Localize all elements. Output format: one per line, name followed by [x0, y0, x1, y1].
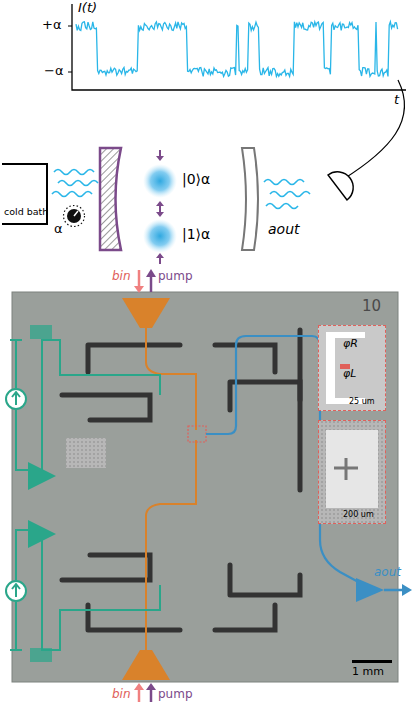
output-photons — [264, 180, 310, 209]
inset-coupler: 200 um — [318, 420, 386, 524]
flux-line — [42, 535, 160, 650]
photon-wave — [54, 170, 94, 175]
label: aout — [268, 222, 300, 237]
resonator — [88, 605, 275, 630]
pump-arrow — [150, 689, 153, 702]
flux-lines — [6, 340, 160, 650]
resonator — [62, 555, 150, 580]
chip: 10 1 mm φR φL 25 um 200 um — [12, 292, 398, 682]
input-arrow — [138, 689, 141, 702]
node-text: 200 um — [343, 511, 374, 520]
arrow-head — [134, 683, 144, 690]
pump-arrow — [150, 275, 153, 292]
knob-pointer — [74, 211, 78, 216]
arrow-head — [156, 156, 164, 161]
knob — [67, 209, 81, 223]
coherent-state — [143, 219, 177, 253]
pump-line — [146, 328, 196, 650]
photon-wave — [266, 204, 298, 209]
label: bin — [112, 688, 131, 701]
node-text: 10 — [362, 298, 381, 315]
flux-pad — [28, 462, 56, 548]
label: |1⟩α — [182, 227, 210, 242]
knob-scale — [64, 206, 85, 227]
axis-tick — [68, 72, 72, 73]
label: pump — [158, 688, 193, 701]
cold-bath: cold bath — [2, 163, 48, 225]
node-text: 1 mm — [352, 666, 384, 678]
node-text: cold bath — [4, 207, 48, 217]
label: pump — [158, 270, 193, 283]
node-text: φL — [343, 368, 356, 380]
label: t — [394, 93, 399, 107]
arrow-head — [402, 584, 412, 596]
label: +α — [42, 18, 61, 32]
inset-background — [318, 325, 386, 411]
output-arrow — [384, 589, 404, 592]
drive-knob — [64, 206, 85, 227]
test-structures — [66, 438, 106, 468]
chip-photo — [12, 292, 398, 682]
electrode — [326, 332, 335, 404]
squid-loop — [334, 458, 358, 480]
photon-wave — [52, 192, 92, 197]
node-text: φR — [343, 338, 358, 350]
arrow-head — [156, 253, 164, 258]
label: α — [54, 222, 63, 236]
output-mirror — [242, 148, 258, 250]
resonator — [62, 395, 150, 420]
output-pad — [356, 578, 384, 602]
photon-wave — [264, 180, 304, 185]
inset-junction: φR φL 25 um — [318, 325, 386, 411]
arrow-shaft — [159, 206, 161, 212]
signal-trace — [76, 22, 398, 77]
plot-axes — [72, 4, 406, 90]
squid-marker — [188, 426, 206, 442]
resonator — [298, 330, 303, 490]
arrow-head — [156, 212, 164, 217]
flux-line — [42, 340, 160, 475]
spacer — [159, 208, 161, 209]
coherent-state — [143, 164, 177, 198]
source-arrow — [12, 392, 20, 597]
label: aout — [374, 566, 401, 579]
scale-bar — [352, 660, 392, 663]
resonator — [88, 345, 275, 372]
ground-symbol — [10, 340, 22, 650]
arrow-head — [146, 269, 156, 277]
axis-tick — [68, 26, 72, 27]
photon-wave — [58, 181, 98, 186]
telegraph-signal — [76, 22, 398, 77]
port-arrows — [134, 269, 156, 702]
thermal-photons — [52, 170, 98, 197]
arrow-shaft — [159, 150, 161, 156]
input-mirror — [100, 148, 121, 250]
filter-comb — [30, 325, 52, 339]
label: bin — [112, 270, 131, 283]
input-arrow — [138, 270, 141, 288]
inset-background — [318, 420, 386, 524]
arrow-head — [134, 286, 144, 293]
bond-pad — [122, 298, 170, 328]
filter-comb — [30, 648, 52, 662]
arrow-shaft — [159, 258, 161, 264]
photodetector — [328, 172, 353, 200]
arrow-head — [156, 201, 164, 206]
squeezing-arrows — [156, 150, 164, 264]
detector-cable — [342, 80, 405, 180]
capacitor-pad — [326, 430, 378, 508]
resonator — [230, 382, 300, 410]
label: I(t) — [78, 1, 97, 15]
bond-pad — [122, 650, 170, 680]
arrow-head — [146, 683, 156, 690]
label: −α — [44, 64, 63, 78]
resonator — [230, 565, 300, 595]
node-text: 25 um — [349, 398, 375, 407]
label: |0⟩α — [182, 172, 210, 187]
photon-wave — [270, 192, 310, 197]
